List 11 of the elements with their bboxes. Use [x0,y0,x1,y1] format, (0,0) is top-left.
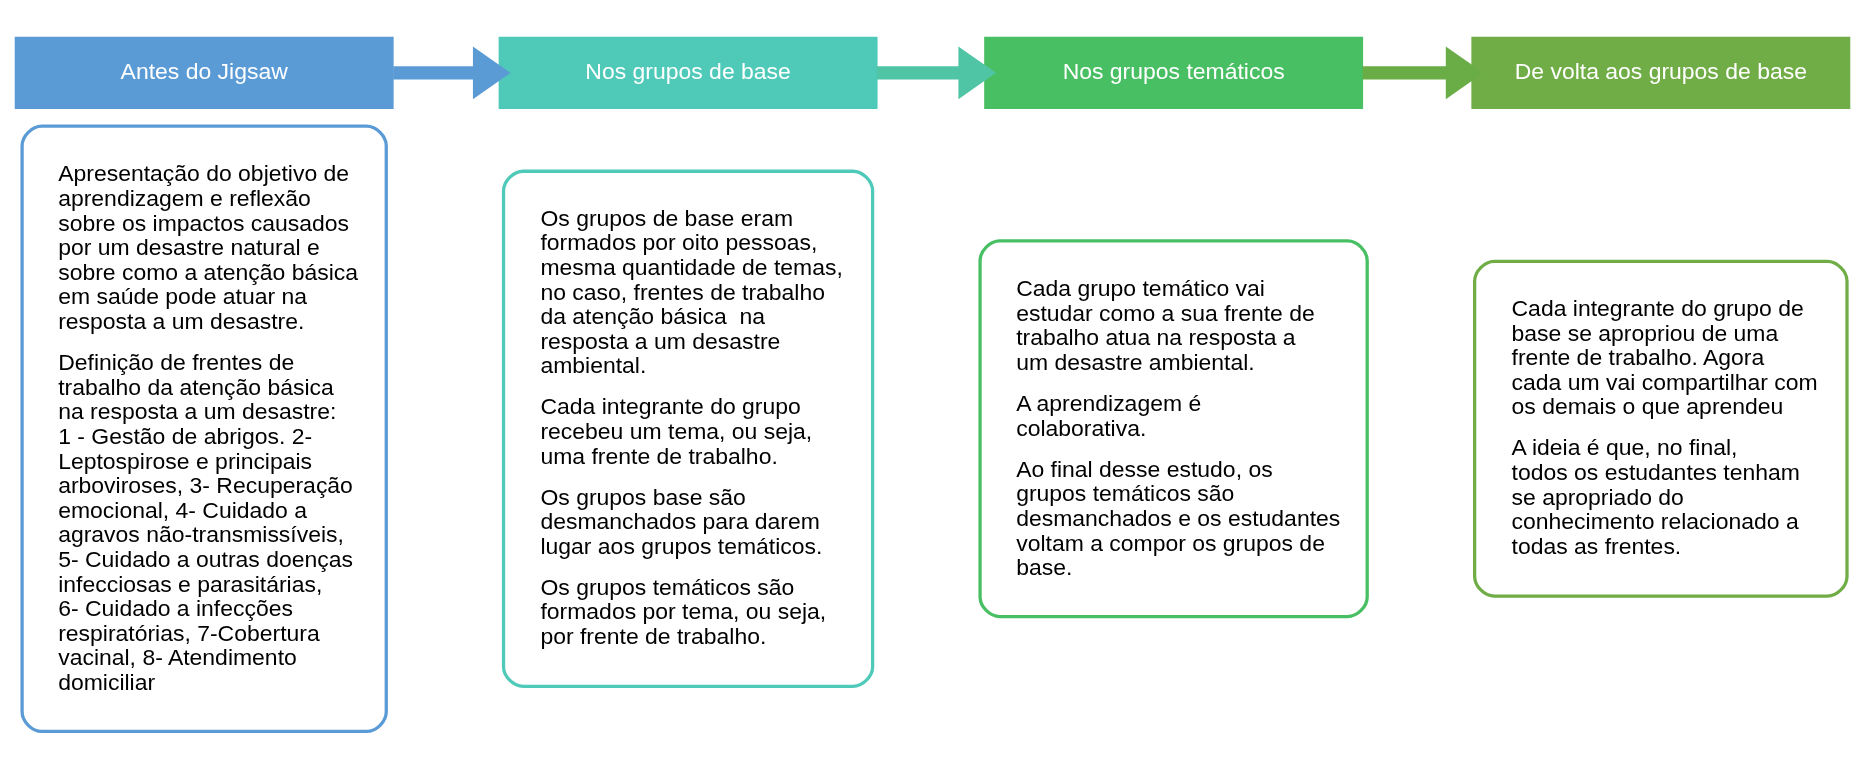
node-box: Os grupos de base eram formados por oito pessoas, mesma quantidade de temas, no caso, frentes de trabalho da atenção básica na resposta a um desastre ambiental. Cada integrante do grupo recebeu um tema, ou seja, uma frente de trabalho. Os grupos base são desmanchados para darem lugar aos grupos temáticos. Os grupos temáticos são formados por tema, ou seja, por frente de trabalho. [501,169,875,688]
node-box: Apresentação do objetivo de aprendizagem e reflexão sobre os impactos causados por um desastre natural e sobre como a atenção básica em saúde pode atuar na resposta a um desastre. Definição de frentes de trabalho da atenção básica na resposta a um desastre: 1 - Gestão de abrigos. 2- Leptospirose e principais arboviroses, 3- Recuperação emocional, 4- Cuidado a agravos não-transmissíveis, 5- Cuidado a outras doenças infecciosas e parasitárias, 6- Cuidado a infecções respiratórias, 7-Cobertura vacinal, 8- Atendimento domiciliar [20,124,388,733]
node-box: Cada integrante do grupo de base se apropriou de uma frente de trabalho. Agora cada um vai compartilhar com os demais o que aprendeu A ideia é que, no final, todos os estudantes tenham se apropriado do conhecimento relacionado a todas as frentes. [1473,259,1849,598]
node-box: Nos grupos temáticos [984,36,1364,109]
node-box: Antes do Jigsaw [14,36,394,109]
node-box: De volta aos grupos de base [1471,36,1851,109]
arrow [393,45,511,99]
arrow [1362,45,1484,99]
node-box: Nos grupos de base [498,36,878,109]
node-box: Cada grupo temático vai estudar como a sua frente de trabalho atua na resposta a um desastre ambiental. A aprendizagem é colaborativa. Ao final desse estudo, os grupos temáticos são desmanchados e os estudantes voltam a compor os grupos de base. [978,238,1369,618]
arrow [876,45,997,99]
